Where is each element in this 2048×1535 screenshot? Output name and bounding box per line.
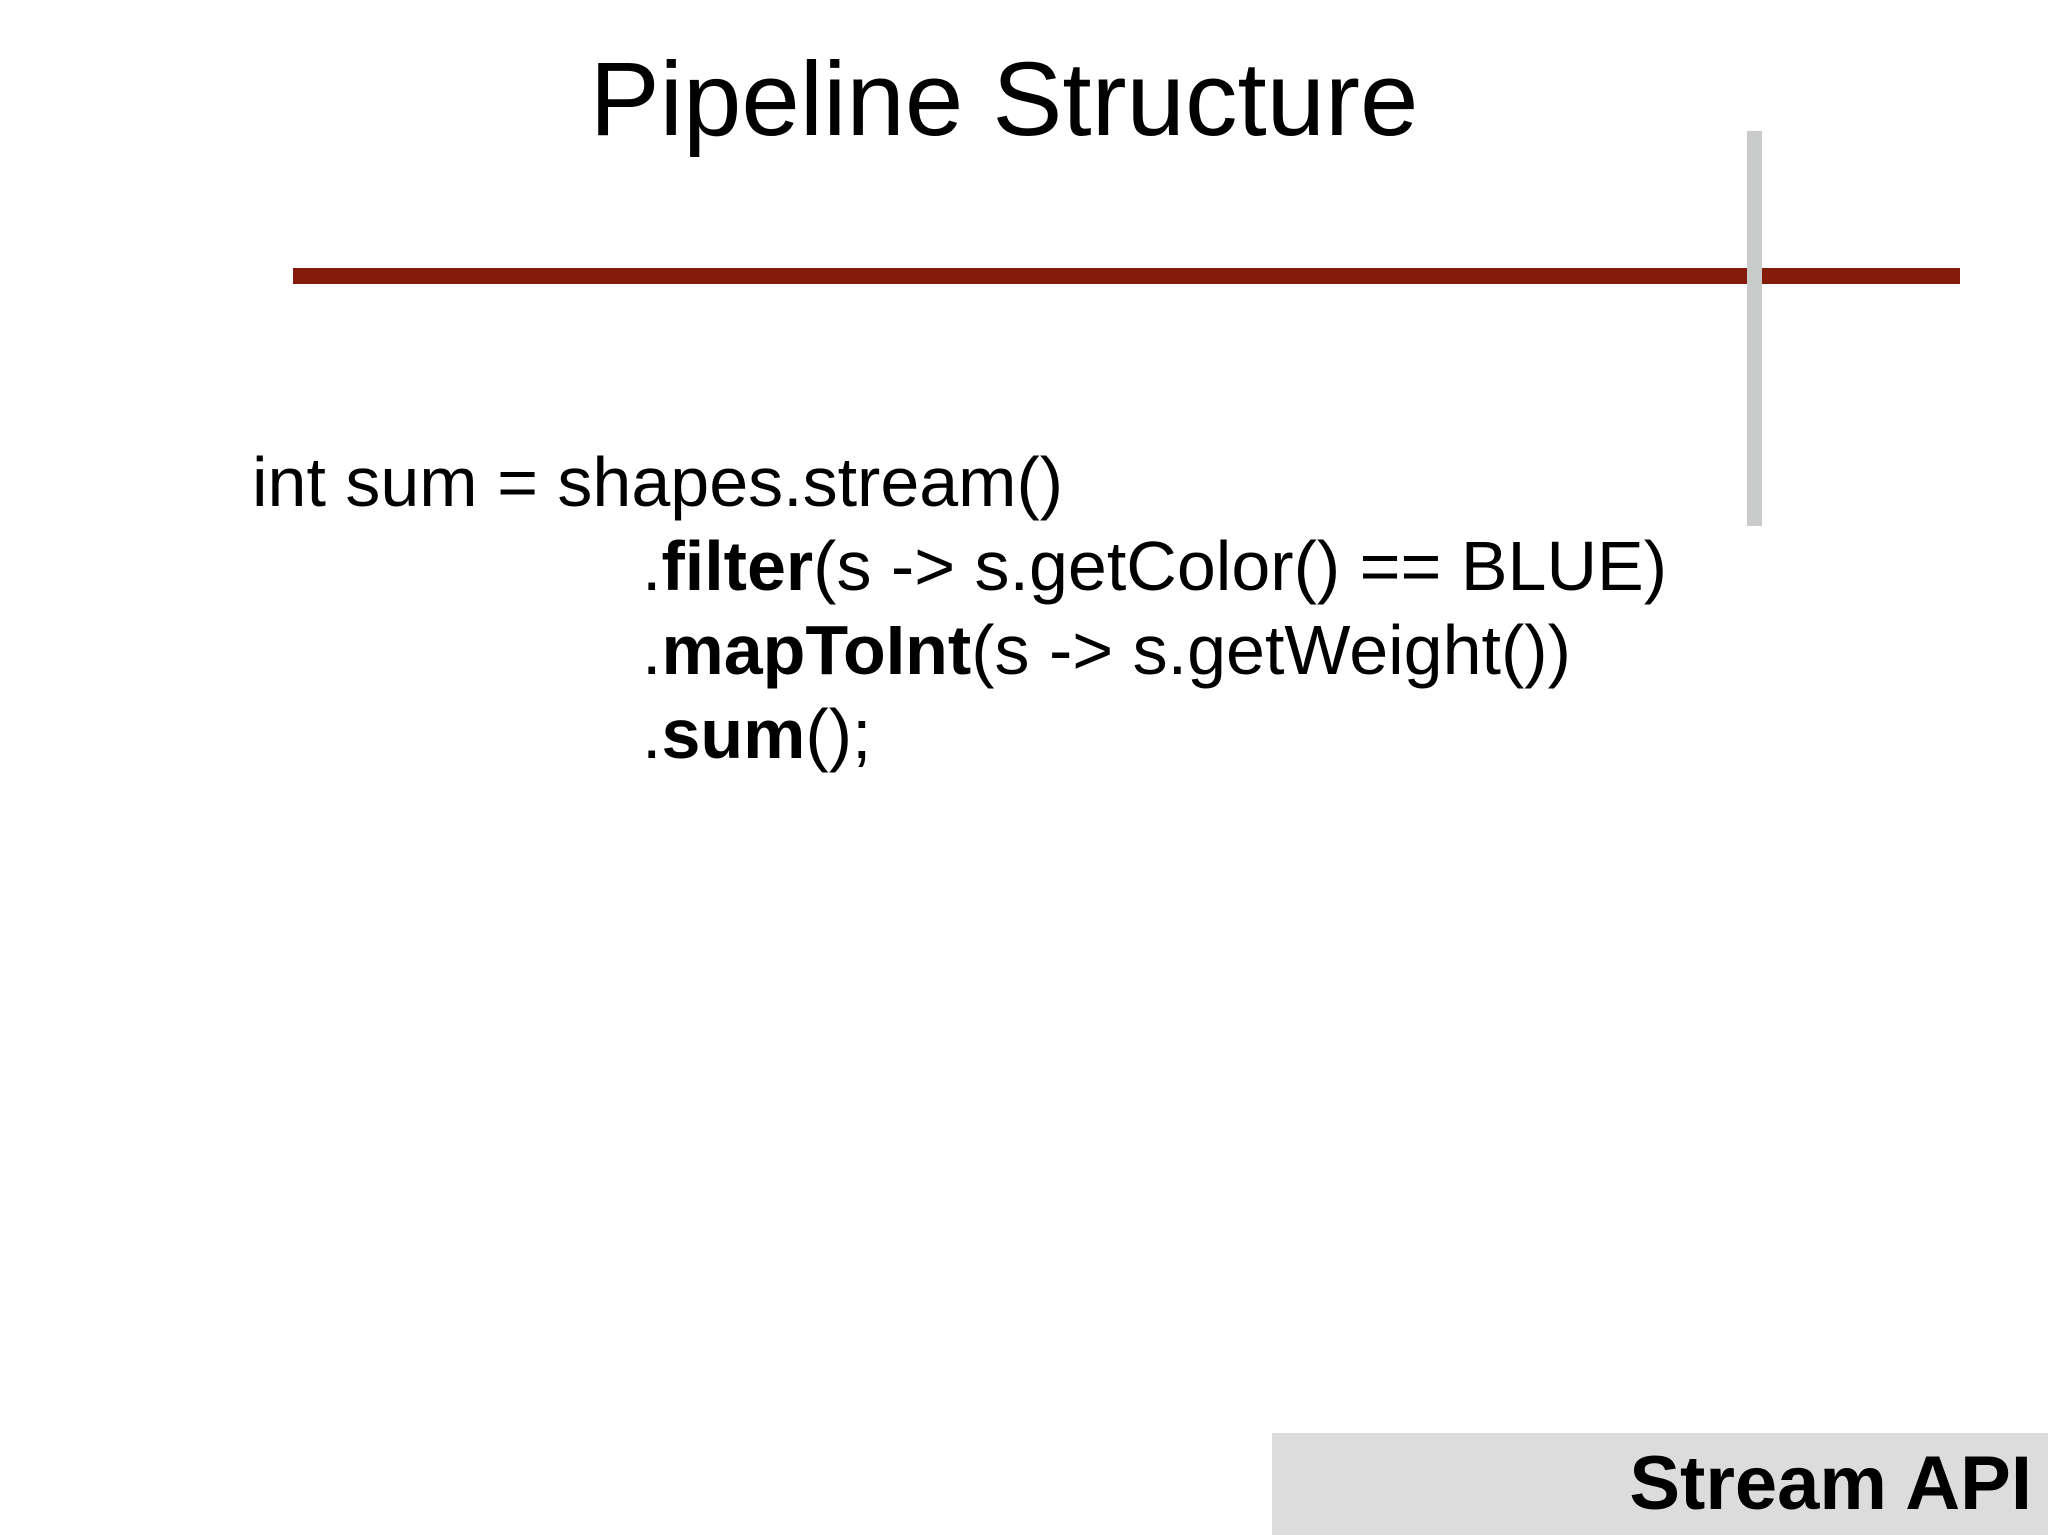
code-method-filter: filter bbox=[661, 527, 814, 605]
footer-label: Stream API bbox=[1629, 1441, 2032, 1526]
code-line-stream-source: int sum = shapes.stream() bbox=[252, 443, 1064, 521]
code-method-sum: sum bbox=[661, 695, 806, 773]
slide-title: Pipeline Structure bbox=[589, 41, 1419, 158]
title-divider-line bbox=[293, 268, 1960, 284]
code-dot: . bbox=[642, 695, 662, 773]
code-block: int sum = shapes.stream() .filter(s -> s… bbox=[252, 440, 1667, 776]
code-dot: . bbox=[642, 527, 662, 605]
code-line-sum: .sum(); bbox=[252, 692, 1667, 776]
code-args-sum: (); bbox=[805, 695, 872, 773]
code-method-maptoint: mapToInt bbox=[661, 611, 972, 689]
code-args-filter: (s -> s.getColor() == BLUE) bbox=[813, 527, 1668, 605]
code-dot: . bbox=[642, 611, 662, 689]
code-line-filter: .filter(s -> s.getColor() == BLUE) bbox=[252, 524, 1667, 608]
footer-bar: Stream API bbox=[1272, 1433, 2048, 1535]
vertical-gray-bar bbox=[1747, 131, 1762, 526]
code-args-maptoint: (s -> s.getWeight()) bbox=[971, 611, 1571, 689]
code-line-maptoint: .mapToInt(s -> s.getWeight()) bbox=[252, 608, 1667, 692]
